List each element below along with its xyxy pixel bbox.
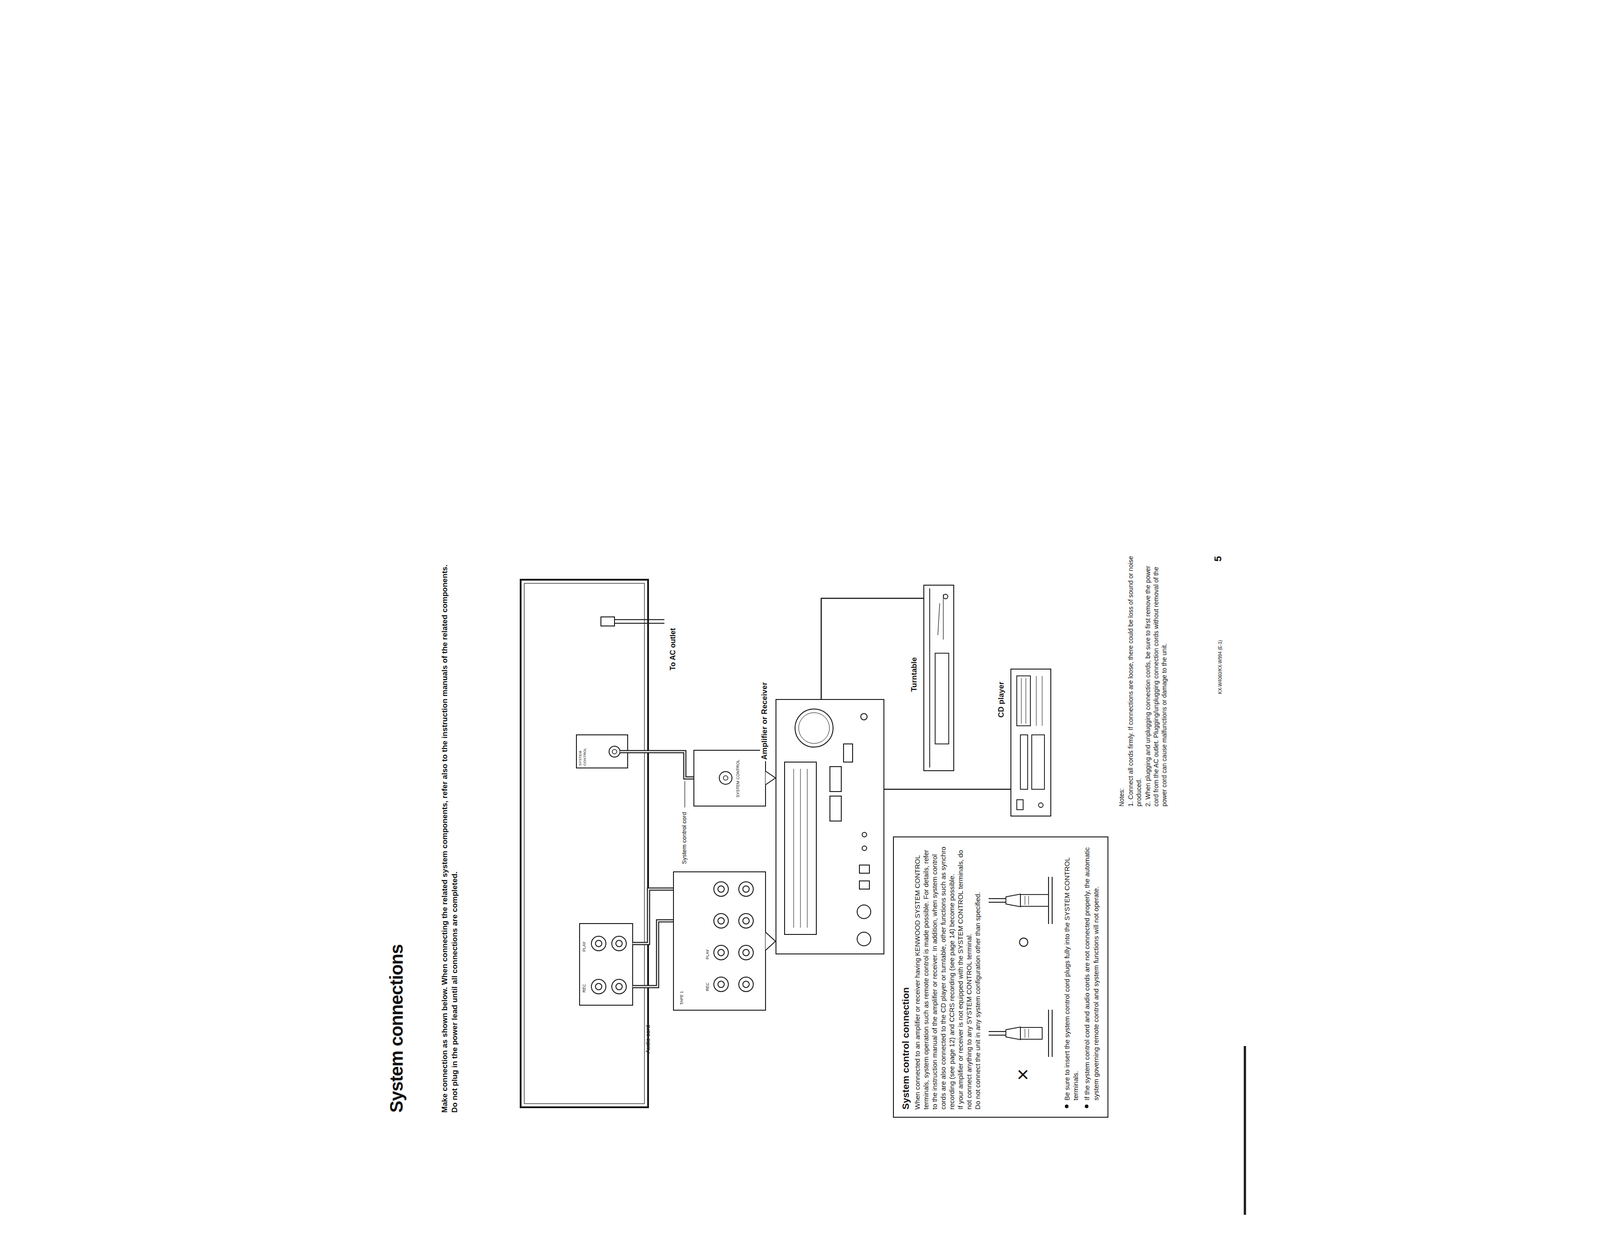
deck-jacks bbox=[591, 936, 627, 994]
page-rule bbox=[1243, 1045, 1247, 1215]
box-text: If your amplifier or receiver is not equ… bbox=[956, 844, 974, 1110]
box-heading: System control connection bbox=[900, 844, 912, 1110]
bullet-dot bbox=[1064, 1104, 1069, 1108]
callout-pointer bbox=[765, 931, 776, 951]
jack-label: TAPE 1 bbox=[679, 990, 685, 1005]
turntable-outline: Turntable bbox=[923, 584, 955, 771]
power-plug bbox=[600, 616, 615, 626]
jack-label: SYSTEM CONTROL bbox=[735, 751, 742, 798]
cd-player-outline: CD player bbox=[1010, 668, 1052, 817]
model-number: KX-W4060/KX-W994 (E-1) bbox=[1217, 639, 1224, 694]
note-text: 2. When plugging and unplugging connecti… bbox=[1143, 552, 1169, 807]
plug-drawing bbox=[988, 873, 1057, 928]
plug-figure: × bbox=[986, 976, 1059, 1110]
plug-figure: ○ bbox=[986, 844, 1059, 977]
bullet-text: If the system control cord and audio cor… bbox=[1082, 844, 1100, 1110]
note-text: 1. Connect all cords firmly. If connecti… bbox=[1126, 552, 1143, 807]
page-number: 5 bbox=[1211, 556, 1225, 562]
turntable-details bbox=[929, 588, 949, 768]
intro-text: Do not plug in the power lead until all … bbox=[449, 550, 460, 1113]
leader-line bbox=[684, 780, 685, 808]
amp-jack-callout bbox=[673, 871, 766, 1010]
amp-system-control-callout bbox=[693, 750, 766, 806]
bullet-body: Be sure to insert the system control cor… bbox=[1063, 857, 1080, 1101]
deck-jack-panel bbox=[579, 923, 633, 1005]
amp-system-control-jack bbox=[719, 771, 732, 785]
notes-heading: Notes: bbox=[1117, 552, 1126, 807]
connection-wire bbox=[821, 598, 924, 699]
bullet-body: If the system control cord and audio cor… bbox=[1082, 847, 1100, 1101]
box-text: When connected to an amplifier or receiv… bbox=[912, 844, 957, 1110]
check-mark: ○ bbox=[1012, 935, 1034, 949]
jack-label: PLAY bbox=[705, 949, 711, 960]
callout-pointer bbox=[765, 770, 776, 785]
deck-system-control-jack bbox=[609, 746, 620, 757]
leader-line bbox=[648, 991, 649, 1020]
box-text: Do not connect the unit in any system co… bbox=[973, 844, 982, 1110]
amp-audio-jacks bbox=[713, 881, 754, 992]
page-title: System connections bbox=[384, 944, 409, 1113]
device-heading: Turntable bbox=[909, 655, 919, 693]
plug-figures: ×○ bbox=[986, 844, 1059, 1110]
plug-drawing bbox=[988, 1005, 1057, 1061]
device-heading: CD player bbox=[996, 680, 1006, 719]
jack-label: SYSTEM CONTROL bbox=[578, 736, 588, 766]
jack-label: REC bbox=[581, 983, 588, 993]
bullet-text: Be sure to insert the system control cor… bbox=[1062, 844, 1080, 1110]
check-mark: × bbox=[1012, 1068, 1034, 1081]
deck-panel-inner bbox=[524, 583, 645, 1104]
outlet-label: To AC outlet bbox=[668, 628, 679, 671]
cd-player-details bbox=[1016, 675, 1045, 810]
jack-label: REC bbox=[705, 982, 711, 991]
intro-text: Make connection as shown below. When con… bbox=[439, 550, 450, 1113]
amplifier-outline: Amplifier or Receiver bbox=[775, 698, 885, 955]
connection-wire bbox=[884, 788, 1011, 791]
info-box: System control connectionWhen connected … bbox=[892, 836, 1109, 1118]
deck-rear-panel bbox=[520, 579, 649, 1108]
power-cord bbox=[614, 619, 665, 624]
amp-front-details bbox=[784, 708, 871, 946]
bullet-dot bbox=[1084, 1104, 1089, 1108]
device-heading: Amplifier or Receiver bbox=[760, 680, 770, 761]
rotated-page: System connections Make connection as sho… bbox=[367, 530, 1266, 1225]
jack-label: PLAY bbox=[581, 941, 588, 952]
cord-label: Audio cord bbox=[644, 1024, 653, 1054]
cord-label: System control cord bbox=[680, 811, 689, 864]
